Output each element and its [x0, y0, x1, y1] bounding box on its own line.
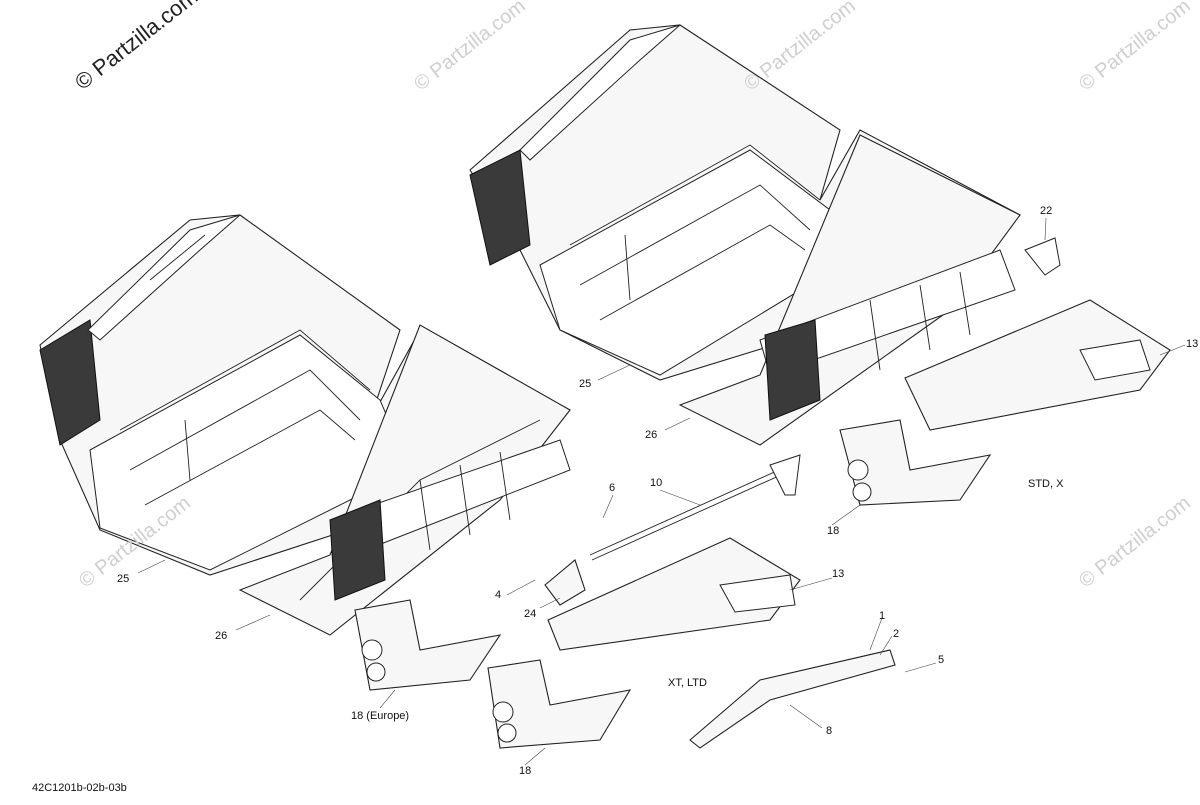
side-panel-18-europe — [354, 599, 502, 691]
callout-2: 2 — [893, 628, 900, 640]
rail-8 — [689, 649, 896, 749]
callout-1: 1 — [879, 610, 886, 622]
callout-25-right: 25 — [579, 378, 592, 390]
callout-13-center: 13 — [832, 568, 845, 580]
callout-26-right: 26 — [645, 429, 658, 441]
callout-26-left: 26 — [215, 630, 228, 642]
callout-25-left: 25 — [117, 573, 130, 585]
side-panel-13-right — [904, 299, 1171, 431]
callout-10: 10 — [650, 477, 663, 489]
variant-xt: XT, LTD — [668, 677, 707, 689]
liner-right — [678, 134, 1021, 446]
callout-18-bottom: 18 — [519, 765, 532, 777]
callout-24: 24 — [524, 608, 537, 620]
side-panel-18-bottom — [487, 659, 632, 749]
cover-24 — [544, 559, 586, 606]
callout-18-right: 18 — [827, 525, 840, 537]
callout-13-right: 13 — [1186, 338, 1199, 350]
side-panel-13-center — [547, 537, 801, 651]
callout-6: 6 — [609, 482, 616, 494]
diagram-code: 42C1201b-02b-03b — [32, 782, 127, 794]
callout-5: 5 — [938, 654, 945, 666]
liner-left — [238, 324, 571, 636]
leader-lines — [137, 217, 1186, 766]
variant-std: STD, X — [1028, 478, 1064, 490]
rod-10 — [589, 454, 801, 561]
callout-8: 8 — [826, 725, 833, 737]
callout-4: 4 — [495, 589, 502, 601]
callout-18-europe: 18 (Europe) — [351, 710, 410, 722]
side-panel-18-right — [839, 419, 992, 506]
callout-22: 22 — [1040, 205, 1053, 217]
bracket-22 — [1024, 237, 1061, 276]
